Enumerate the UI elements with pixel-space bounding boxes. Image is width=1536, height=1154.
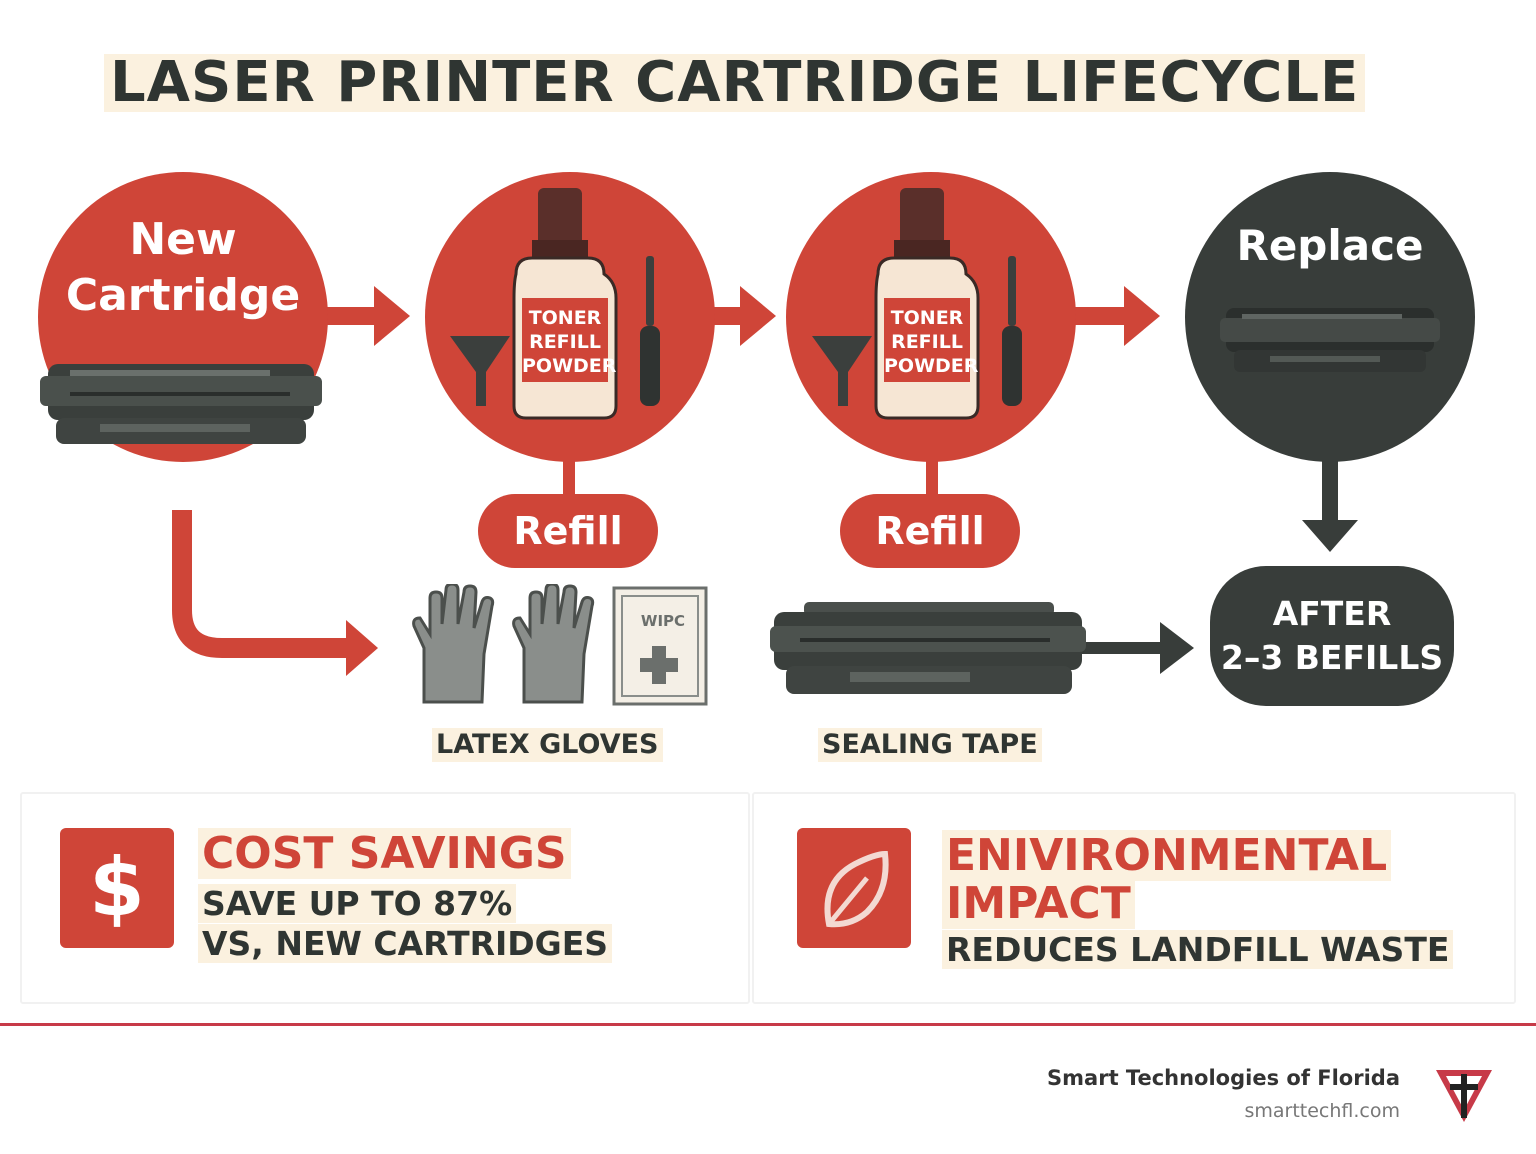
cost-savings-heading: COST SAVINGS bbox=[198, 828, 571, 879]
after-badge: AFTER 2–3 BEFILLS bbox=[1210, 566, 1454, 706]
arrow-tape-to-after bbox=[1080, 622, 1194, 674]
dollar-icon: $ bbox=[89, 841, 145, 934]
refill1-kit-icon bbox=[450, 188, 660, 420]
leaf-icon bbox=[824, 850, 889, 928]
company-website[interactable]: smarttechfl.com bbox=[1244, 1100, 1400, 1122]
cost-savings-line1: SAVE UP TO 87% bbox=[198, 884, 517, 923]
arrow-new-to-supplies bbox=[172, 510, 378, 676]
supplies-icons bbox=[412, 584, 708, 706]
bottle-label-line: REFILL bbox=[529, 331, 601, 353]
screwdriver-icon bbox=[640, 256, 660, 406]
footer-divider bbox=[0, 1023, 1536, 1026]
toner-bottle-icon bbox=[874, 188, 980, 420]
dollar-icon-box: $ bbox=[60, 828, 174, 948]
arrow-new-to-refill bbox=[312, 286, 410, 346]
sealed-cartridge-icon bbox=[770, 602, 1086, 694]
bottle-label-line: TONER bbox=[890, 307, 964, 329]
new-cartridge-line2: Cartridge bbox=[65, 270, 301, 321]
refill1-pill: Refill bbox=[478, 494, 658, 568]
refill2-kit-icon bbox=[812, 188, 1022, 420]
after-badge-line1: AFTER bbox=[1272, 594, 1392, 633]
refill2-pill: Refill bbox=[840, 494, 1020, 568]
glove-icon bbox=[412, 584, 495, 704]
refill2-stem bbox=[926, 456, 938, 498]
funnel-icon bbox=[450, 336, 510, 406]
arrow-replace-to-after bbox=[1302, 458, 1358, 552]
environmental-text: ENIVIRONMENTAL IMPACT REDUCES LANDFILL W… bbox=[942, 830, 1454, 970]
tape-caption: SEALING TAPE bbox=[818, 728, 1042, 762]
refill2-bottle-label: TONER REFILL POWDER bbox=[884, 306, 979, 378]
glove-icon bbox=[512, 584, 595, 704]
toner-bottle-icon bbox=[512, 188, 618, 420]
cost-savings-text: COST SAVINGS SAVE UP TO 87% VS, NEW CART… bbox=[198, 828, 613, 964]
new-cartridge-label: New Cartridge bbox=[38, 212, 328, 324]
new-cartridge-line1: New bbox=[129, 214, 237, 265]
screwdriver-icon bbox=[1002, 256, 1022, 406]
environmental-heading1: ENIVIRONMENTAL bbox=[942, 830, 1392, 881]
environmental-line1: REDUCES LANDFILL WASTE bbox=[942, 930, 1454, 969]
cartridge-icon bbox=[40, 364, 322, 444]
bottle-label-line: POWDER bbox=[522, 355, 617, 377]
wipe-packet-text: WIPC bbox=[640, 612, 686, 630]
arrow-refill-to-refill bbox=[708, 286, 776, 346]
funnel-icon bbox=[812, 336, 872, 406]
bottle-label-line: POWDER bbox=[884, 355, 979, 377]
cost-savings-line2: VS, NEW CARTRIDGES bbox=[198, 924, 613, 963]
environmental-heading2: IMPACT bbox=[942, 878, 1135, 929]
cartridge-icon bbox=[1220, 308, 1440, 372]
refill1-stem bbox=[563, 456, 575, 498]
gloves-caption: LATEX GLOVES bbox=[432, 728, 663, 762]
arrow-refill-to-replace bbox=[1072, 286, 1160, 346]
after-badge-line2: 2–3 BEFILLS bbox=[1220, 638, 1444, 677]
wipe-packet-icon bbox=[612, 586, 708, 706]
bottle-label-line: TONER bbox=[528, 307, 602, 329]
company-logo-icon bbox=[1436, 1070, 1492, 1122]
page-title: LASER PRINTER CARTRIDGE LIFECYCLE bbox=[104, 54, 1366, 112]
refill1-bottle-label: TONER REFILL POWDER bbox=[522, 306, 617, 378]
company-name: Smart Technologies of Florida bbox=[1047, 1066, 1400, 1090]
leaf-icon-box bbox=[797, 828, 911, 948]
bottle-label-line: REFILL bbox=[891, 331, 963, 353]
replace-label: Replace bbox=[1236, 221, 1424, 270]
